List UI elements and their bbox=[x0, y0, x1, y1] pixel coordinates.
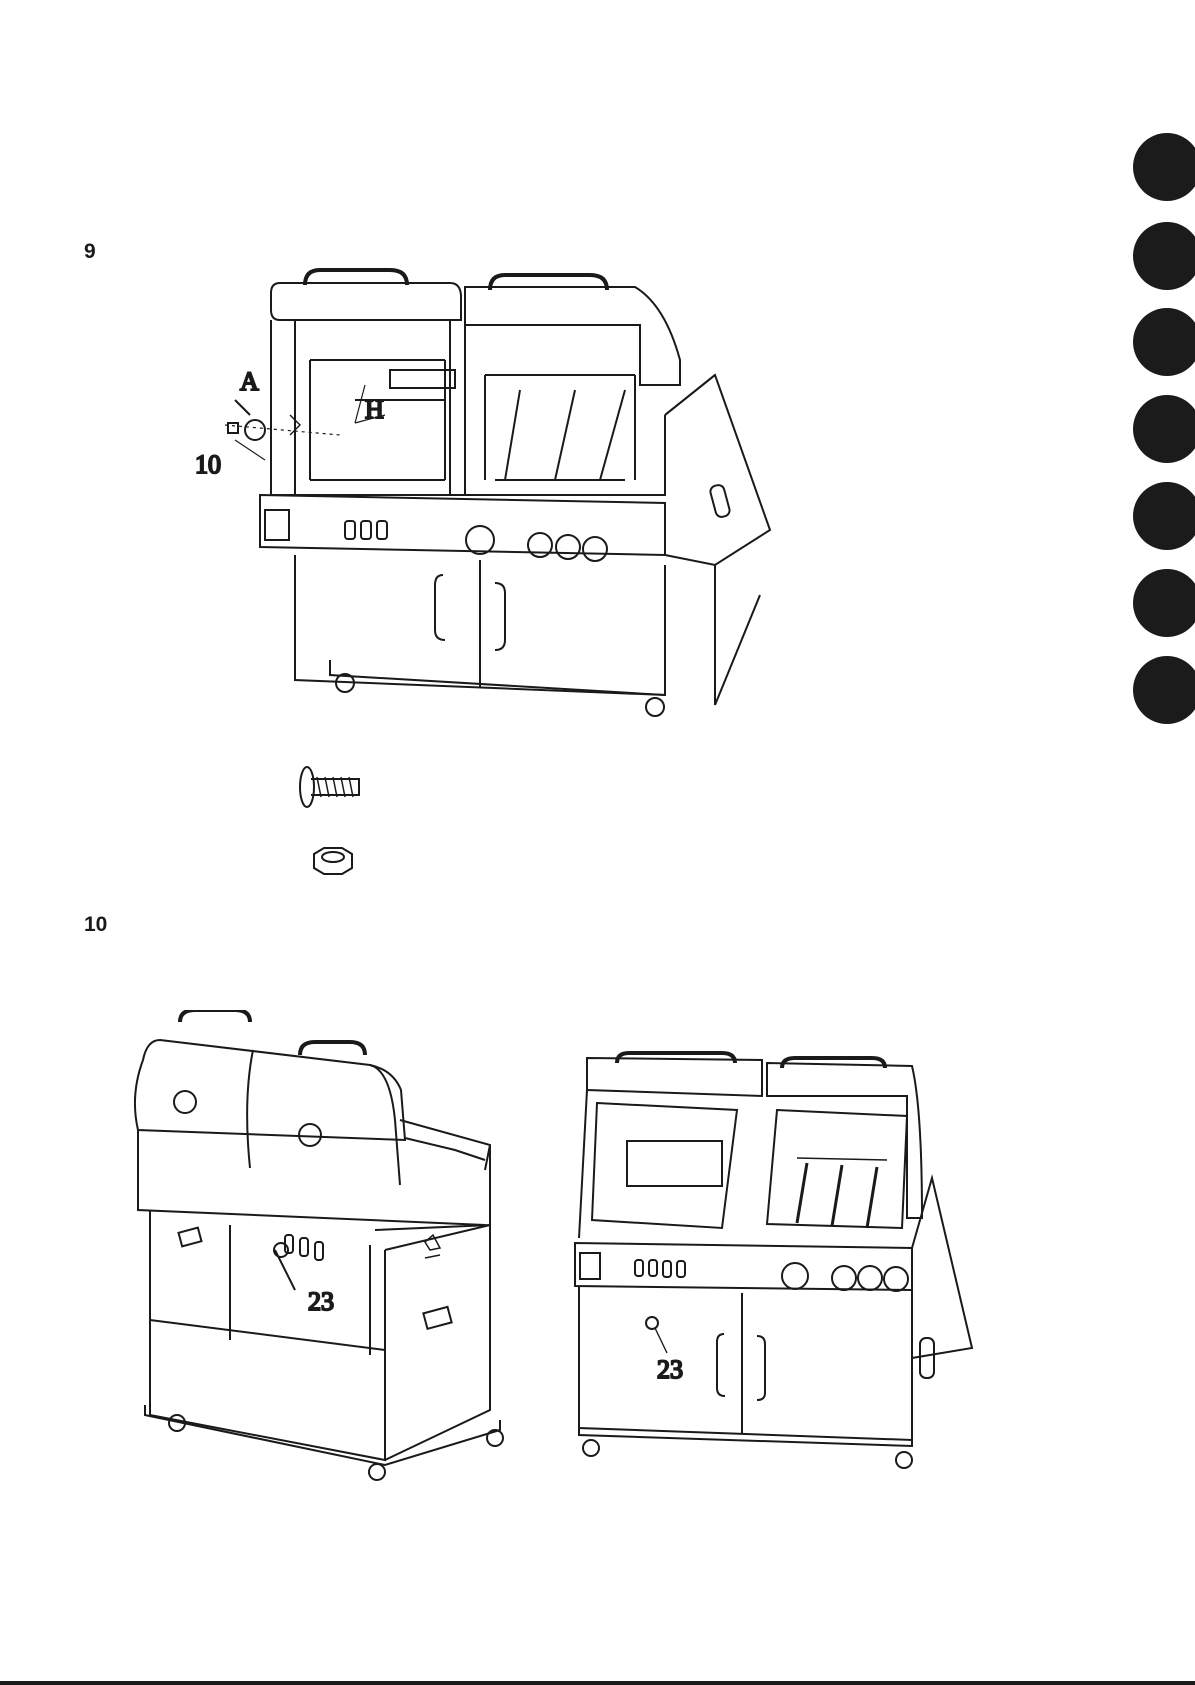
section-tab-1 bbox=[1133, 133, 1195, 201]
section-tab-2 bbox=[1133, 222, 1195, 290]
part-label-23-left: 23 bbox=[308, 1287, 334, 1316]
step9-grill-illustration: A H 10 bbox=[195, 265, 795, 725]
hex-nut-icon bbox=[306, 844, 356, 880]
bolt-icon bbox=[297, 763, 367, 809]
step10-grill-back-view: 23 bbox=[125, 1010, 525, 1500]
section-tab-4 bbox=[1133, 395, 1195, 463]
part-label-H: H bbox=[365, 395, 384, 424]
step-number-10: 10 bbox=[84, 913, 107, 937]
page-bottom-border bbox=[0, 1681, 1195, 1685]
part-label-A: A bbox=[240, 367, 259, 396]
step10-grill-front-view: 23 bbox=[567, 1048, 997, 1488]
section-tab-6 bbox=[1133, 569, 1195, 637]
section-tab-3 bbox=[1133, 308, 1195, 376]
step-number-9: 9 bbox=[84, 240, 96, 264]
section-tab-5 bbox=[1133, 482, 1195, 550]
section-tab-7 bbox=[1133, 656, 1195, 724]
part-label-10: 10 bbox=[195, 450, 221, 479]
part-label-23-right: 23 bbox=[657, 1355, 683, 1384]
